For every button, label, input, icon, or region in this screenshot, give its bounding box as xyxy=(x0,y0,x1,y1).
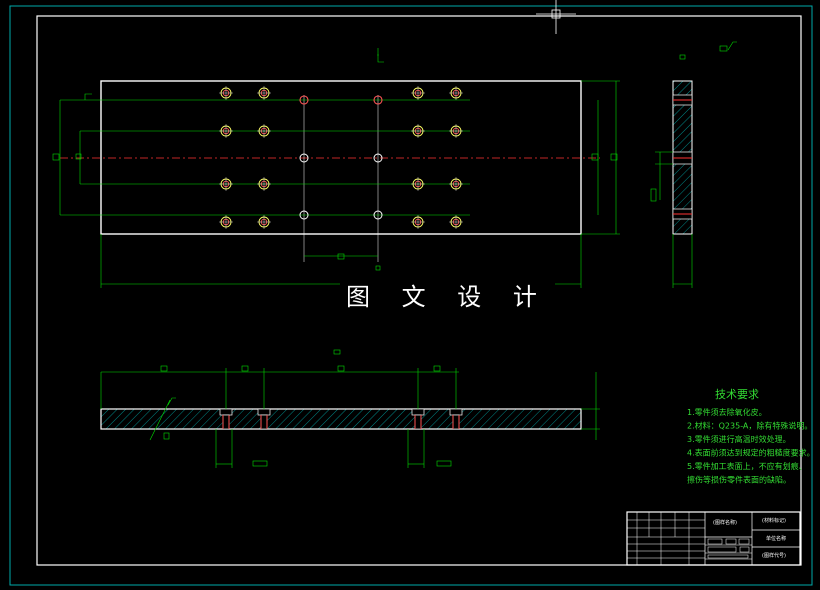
cursor-crosshair xyxy=(536,0,576,34)
pin-hole xyxy=(373,210,383,220)
counterbore-hole xyxy=(411,177,425,191)
sheet-inner-frame xyxy=(36,15,802,566)
counterbore-hole xyxy=(257,215,271,229)
top-view xyxy=(52,48,686,288)
section-hole xyxy=(257,408,271,430)
title-block-material: (材料标记) xyxy=(762,517,786,524)
holes-group xyxy=(219,86,463,229)
counterbore-hole xyxy=(411,86,425,100)
pin-hole xyxy=(373,153,383,163)
title-block-company: 单位名称 xyxy=(766,535,786,542)
counterbore-hole xyxy=(219,86,233,100)
counterbore-hole xyxy=(449,177,463,191)
sheet-outer-frame xyxy=(9,5,813,586)
pin-hole xyxy=(373,95,383,105)
tech-requirement-line: 1.零件须去除氧化皮。 xyxy=(687,407,767,417)
pin-hole xyxy=(299,95,309,105)
counterbore-hole xyxy=(257,124,271,138)
counterbore-hole xyxy=(411,215,425,229)
counterbore-hole xyxy=(257,86,271,100)
tech-title: 技术要求 xyxy=(715,388,759,401)
counterbore-hole xyxy=(219,177,233,191)
pin-hole xyxy=(299,210,309,220)
plate-outline-top xyxy=(100,80,582,235)
watermark-text: 图 文 设 计 xyxy=(340,280,555,314)
counterbore-hole xyxy=(411,124,425,138)
title-block-name: (图样名称) xyxy=(713,519,737,526)
title-block xyxy=(626,511,801,566)
pin-hole xyxy=(299,153,309,163)
front-view xyxy=(100,349,600,468)
section-hole xyxy=(219,408,233,430)
counterbore-hole xyxy=(219,124,233,138)
counterbore-hole xyxy=(257,177,271,191)
counterbore-hole xyxy=(219,215,233,229)
tech-requirement-line: 3.零件须进行高温时效处理。 xyxy=(687,434,791,444)
counterbore-hole xyxy=(449,215,463,229)
counterbore-hole xyxy=(449,86,463,100)
tech-requirement-line: 擦伤等损伤零件表面的缺陷。 xyxy=(687,475,791,485)
side-view xyxy=(650,41,737,288)
technical-requirements: 技术要求 1.零件须去除氧化皮。 2.材料：Q235-A，除有特殊说明。 3.零件须… xyxy=(687,388,815,485)
title-block-code: (图样代号) xyxy=(762,552,786,559)
tech-requirement-line: 2.材料：Q235-A，除有特殊说明。 xyxy=(687,421,812,431)
tech-requirement-line: 5.零件加工表面上，不应有划痕、 xyxy=(687,461,807,471)
tech-requirement-line: 4.表面前须达到规定的粗糙度要求。 xyxy=(687,448,815,458)
section-hole xyxy=(411,408,425,430)
counterbore-hole xyxy=(449,124,463,138)
